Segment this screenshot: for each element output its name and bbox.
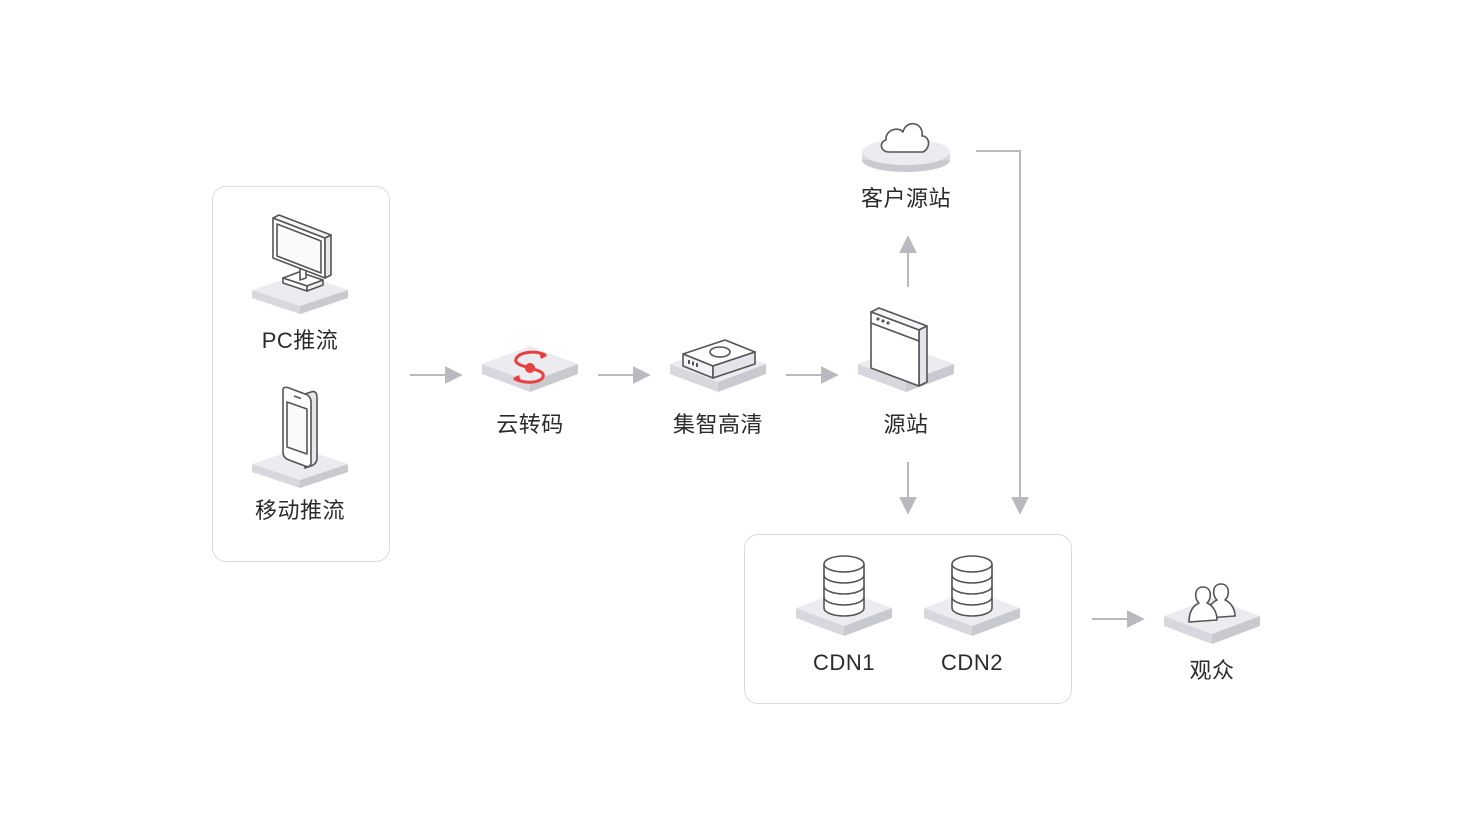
users-icon	[1164, 583, 1260, 644]
node-label: 云转码	[496, 412, 564, 437]
node-pc-push: PC推流	[220, 212, 380, 354]
node-label: CDN1	[813, 650, 875, 675]
hd-device-icon	[670, 339, 766, 392]
node-cdn2: CDN2	[892, 552, 1052, 676]
node-label: PC推流	[261, 328, 339, 353]
node-label: 客户源站	[860, 186, 951, 211]
node-label: 集智高清	[672, 412, 763, 437]
phone-icon	[252, 386, 348, 488]
database-icon	[924, 555, 1020, 636]
node-mobile-push: 移动推流	[220, 386, 380, 524]
node-label: CDN2	[941, 650, 1003, 675]
node-label: 源站	[883, 412, 929, 437]
server-icon	[858, 307, 954, 392]
node-jizhi-hd: 集智高清	[638, 338, 798, 438]
database-icon	[796, 555, 892, 636]
cloud-icon	[862, 123, 950, 172]
node-cdn1: CDN1	[764, 552, 924, 676]
monitor-icon	[252, 214, 348, 314]
arrow-customer-to-cdn	[976, 150, 1029, 515]
transcode-icon	[482, 346, 578, 392]
node-origin: 源站	[826, 302, 986, 438]
node-label: 移动推流	[254, 498, 345, 523]
node-label: 观众	[1189, 658, 1235, 683]
node-audience: 观众	[1132, 576, 1292, 684]
node-customer-origin: 客户源站	[826, 112, 986, 212]
node-cloud-transcode: 云转码	[450, 338, 610, 438]
